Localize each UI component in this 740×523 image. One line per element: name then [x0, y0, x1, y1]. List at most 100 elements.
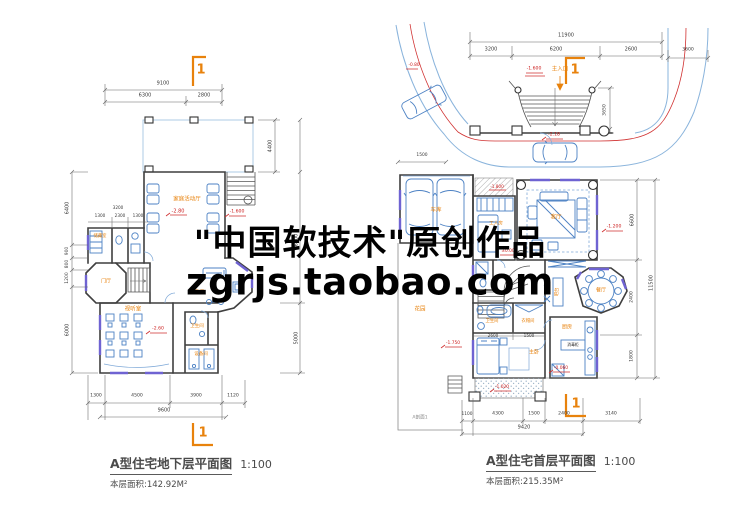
level-stair-first: ±0.00 — [501, 248, 515, 254]
room-garden: 花园 — [414, 306, 426, 313]
dim-right-top-total: 11900 — [558, 32, 574, 39]
room-master-bed: 主卧 — [528, 349, 540, 356]
section-mark-right-top-icon — [564, 56, 585, 84]
dim-road-width: 3600 — [682, 47, 694, 53]
dim-left-bottom-4: 1120 — [227, 393, 239, 399]
dim-left-top-seg2: 2800 — [197, 92, 211, 99]
level-marks-left — [145, 212, 246, 335]
dim-left-side-1: 6400 — [64, 201, 71, 215]
garden-steps — [447, 375, 463, 394]
bar-furniture — [543, 277, 564, 307]
dim-right-side-total: 11500 — [648, 275, 655, 291]
room-foyer: 门厅 — [100, 278, 112, 285]
dim-left-right-3: 5000 — [293, 331, 300, 345]
room-storage: 储藏室 — [93, 233, 107, 239]
driveway — [395, 21, 711, 168]
terrace-platform — [468, 377, 547, 402]
dim-left-right-2: 6600 — [293, 233, 300, 247]
dim-left-bottom-total: 9600 — [157, 407, 171, 414]
dining-furniture — [580, 270, 622, 312]
dim-left-side-3: 800 — [64, 259, 70, 269]
dim-left-mini-total: 3200 — [112, 204, 124, 210]
bedroom-furniture — [476, 337, 530, 375]
dim-left-mini-2: 2300 — [114, 212, 126, 218]
right-plan-side-dimensions — [473, 177, 660, 381]
label-appliance: 消毒柜 — [567, 342, 579, 348]
dim-left-side-4: 1200 — [64, 272, 70, 284]
room-bar: 吧台 — [554, 287, 560, 297]
worker-room-furniture — [476, 197, 514, 253]
section-number-right-bottom: 1 — [571, 396, 581, 412]
bathroom-fixtures — [476, 304, 544, 330]
dim-bath-2: 1500 — [523, 332, 535, 338]
room-worker: 工人房 — [489, 221, 503, 227]
section-number-right-top: 1 — [570, 62, 580, 78]
section-number-left-top: 1 — [196, 62, 206, 78]
dim-right-top-seg2: 6200 — [549, 46, 563, 53]
dim-left-mini-3: 1300 — [132, 212, 144, 218]
dim-bath-1: 2600 — [487, 332, 499, 338]
room-garage: 车库 — [430, 207, 442, 214]
level-av-room: -2.60 — [152, 326, 164, 332]
entrance-stairs — [469, 80, 613, 137]
dim-right-bottom-4: 2400 — [558, 411, 570, 417]
label-main-entrance: 主入口 — [551, 66, 569, 73]
terrace — [142, 116, 254, 173]
room-family-hall: 家庭活动厅 — [173, 196, 201, 203]
level-living: -1.200 — [606, 224, 622, 230]
level-basement-hall: -2.80 — [171, 208, 185, 215]
sofa-group — [146, 183, 220, 234]
dim-ramp: 1500 — [416, 152, 428, 158]
first-floor-walls — [398, 132, 628, 379]
level-marks-right — [440, 72, 623, 393]
basement-stairs — [127, 172, 256, 293]
level-platform: -1.020 — [494, 384, 510, 390]
dim-right-side-3: 1800 — [629, 350, 635, 362]
dim-left-bottom-2: 4500 — [131, 393, 143, 399]
label-section-ref: A剖面1 — [412, 415, 428, 421]
right-plan-area: 本层面积:215.35M² — [486, 477, 564, 487]
dim-left-right-1: 4400 — [267, 139, 274, 153]
right-floor-plan — [395, 21, 711, 437]
storage-bath-fixtures — [89, 230, 141, 254]
kitchen-fixtures — [551, 320, 596, 377]
section-mark-bottom-icon — [191, 423, 213, 447]
section-mark-top-icon — [191, 55, 206, 86]
entrance-arrow — [525, 75, 564, 91]
dim-left-top-seg1: 6300 — [138, 92, 152, 99]
room-dining: 餐厅 — [595, 287, 607, 294]
level-garden: -1.750 — [445, 340, 461, 346]
level-kitchen: -0.060 — [553, 365, 569, 371]
room-equipment: 设备间 — [194, 351, 208, 357]
central-stairs — [477, 265, 531, 319]
right-plan-top-dimensions — [467, 32, 665, 60]
basement-walls — [84, 171, 254, 375]
room-bath-first: 卫生间 — [485, 318, 499, 324]
av-room-chairs — [103, 313, 170, 368]
living-room-furniture — [526, 189, 590, 268]
room-bath-basement: 卫生间 — [190, 323, 204, 329]
left-plan-top-dimensions — [102, 84, 225, 106]
dim-right-side-2: 2400 — [629, 291, 635, 303]
left-plan-bottom-dimensions — [85, 375, 248, 420]
first-floor-furniture — [447, 189, 622, 394]
room-living: 客厅 — [550, 214, 562, 221]
room-av-room: 视听室 — [124, 306, 142, 313]
dim-left-bottom-3: 3900 — [190, 393, 202, 399]
dim-left-side-5: 6000 — [64, 323, 71, 337]
equipment-tanks — [188, 315, 215, 370]
left-plan-area: 本层面积:142.92M² — [110, 480, 188, 490]
left-plan-scale: 1:100 — [240, 458, 272, 471]
dim-right-bottom-total: 9420 — [517, 424, 531, 431]
garage-cars — [403, 178, 467, 236]
dim-entry-stair: 3650 — [602, 104, 608, 116]
dim-left-top-total: 9100 — [156, 80, 170, 87]
level-entrance: -1.600 — [526, 66, 542, 72]
dim-right-top-seg1: 3200 — [484, 46, 498, 53]
car-on-drive — [532, 140, 578, 165]
room-kitchen: 厨房 — [561, 324, 573, 331]
level-drive: -2.18 — [548, 132, 560, 138]
room-gym: 健身房 — [189, 289, 205, 296]
